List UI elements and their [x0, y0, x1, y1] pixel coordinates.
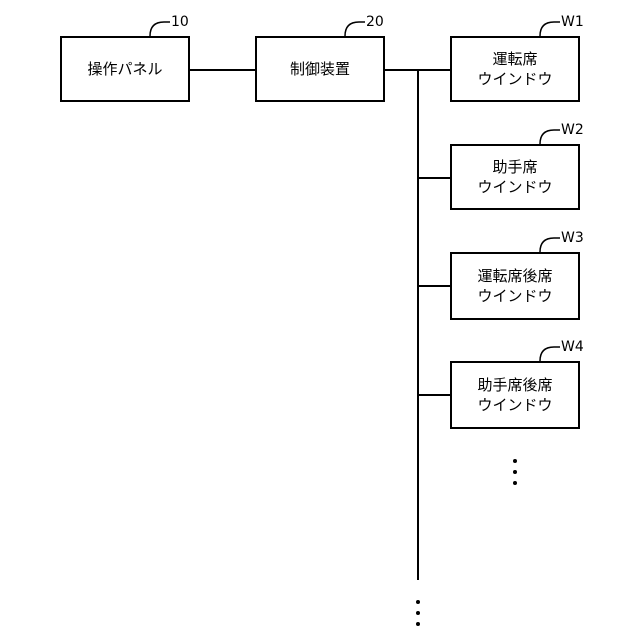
dot [513, 481, 517, 485]
window-w2-line2: ウインドウ [477, 177, 552, 197]
window-w4-line1: 助手席後席 [477, 375, 552, 395]
dot [513, 459, 517, 463]
ref-10: 10 [171, 15, 189, 29]
leader-10 [150, 22, 170, 36]
leader-20 [345, 22, 365, 36]
leader-w4 [540, 347, 560, 361]
operation-panel-label: 操作パネル [87, 59, 162, 79]
leader-w3 [540, 238, 560, 252]
leader-w2 [540, 130, 560, 144]
leader-w1 [540, 22, 560, 36]
dot [513, 470, 517, 474]
ref-w1: W1 [561, 15, 584, 29]
window-w1-line1: 運転席 [492, 49, 537, 69]
window-block-w4: 助手席後席 ウインドウ [450, 361, 580, 429]
window-w3-line2: ウインドウ [477, 286, 552, 306]
ref-20: 20 [366, 15, 384, 29]
window-w2-line1: 助手席 [492, 157, 537, 177]
ref-w4: W4 [561, 340, 584, 354]
window-block-w1: 運転席 ウインドウ [450, 36, 580, 102]
operation-panel-block: 操作パネル [60, 36, 190, 102]
window-block-w2: 助手席 ウインドウ [450, 144, 580, 210]
window-block-w3: 運転席後席 ウインドウ [450, 252, 580, 320]
dot [416, 622, 420, 626]
ref-w2: W2 [561, 123, 584, 137]
dot [416, 600, 420, 604]
control-device-label: 制御装置 [290, 59, 350, 79]
dot [416, 611, 420, 615]
window-w1-line2: ウインドウ [477, 69, 552, 89]
control-device-block: 制御装置 [255, 36, 385, 102]
window-w4-line2: ウインドウ [477, 395, 552, 415]
window-w3-line1: 運転席後席 [477, 266, 552, 286]
ref-w3: W3 [561, 231, 584, 245]
